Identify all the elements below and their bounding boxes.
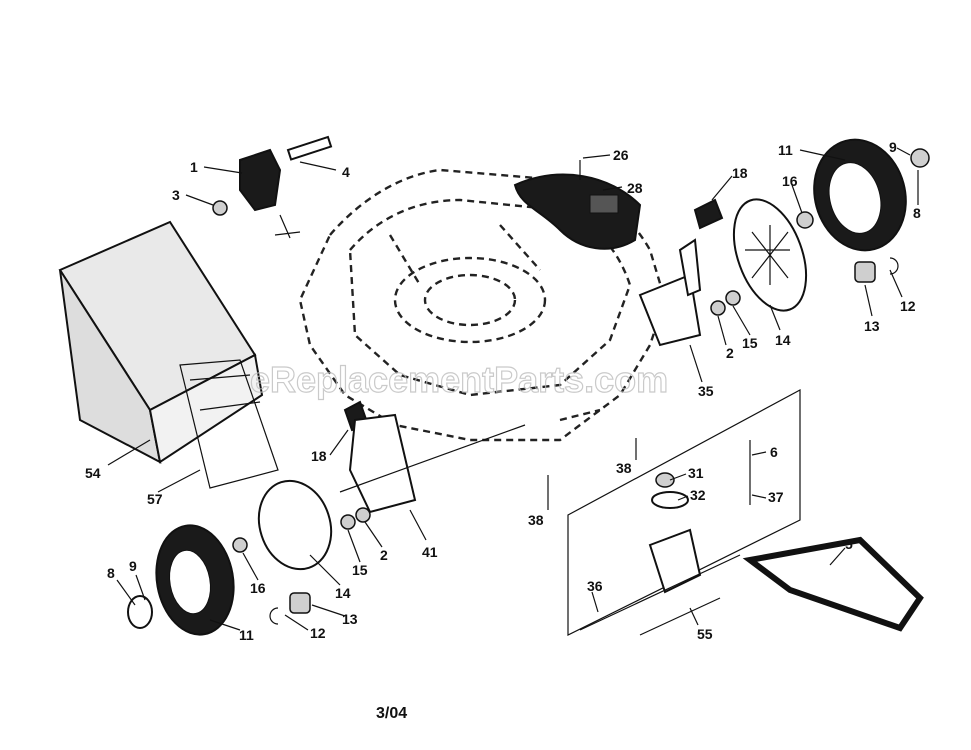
callout-2-rear: 2 — [726, 345, 734, 361]
callout-38-upper: 38 — [616, 460, 632, 476]
callout-13-rear: 13 — [864, 318, 880, 334]
bag-frame — [179, 359, 279, 489]
callout-labels: 1 3 4 26 28 18 11 9 8 16 12 13 14 15 2 3… — [85, 139, 921, 643]
callout-11-front: 11 — [239, 627, 254, 643]
callout-1: 1 — [190, 159, 198, 175]
callout-15-rear: 15 — [742, 335, 758, 351]
callout-3: 3 — [172, 187, 180, 203]
front-left-wheel-assembly — [127, 400, 526, 636]
callout-12-front: 12 — [310, 625, 326, 641]
callout-8-rear: 8 — [913, 205, 921, 221]
watermark-text: eReplacementParts.com — [250, 359, 668, 400]
leader-lines — [107, 147, 919, 631]
callout-13-front: 13 — [342, 611, 358, 627]
callout-26: 26 — [613, 147, 629, 163]
callout-32: 32 — [690, 487, 706, 503]
height-adjuster-front — [212, 135, 333, 239]
date-code: 3/04 — [376, 705, 407, 722]
callout-41: 41 — [422, 544, 438, 560]
callout-4: 4 — [342, 164, 350, 180]
mower-deck — [298, 168, 667, 442]
callout-9-front: 9 — [129, 558, 137, 574]
callout-54: 54 — [85, 465, 101, 481]
grass-bag — [58, 220, 264, 464]
callout-37: 37 — [768, 489, 784, 505]
callout-12-rear: 12 — [900, 298, 916, 314]
callout-2-front: 2 — [380, 547, 388, 563]
callout-18-rear: 18 — [732, 165, 748, 181]
callout-57: 57 — [147, 491, 163, 507]
callout-36: 36 — [587, 578, 603, 594]
callout-9-rear: 9 — [889, 139, 897, 155]
rear-shield — [513, 160, 642, 250]
callout-16-rear: 16 — [782, 173, 798, 189]
callout-31: 31 — [688, 465, 704, 481]
callout-8-front: 8 — [107, 565, 115, 581]
transmission-assembly — [567, 388, 924, 636]
callout-35: 35 — [698, 383, 714, 399]
callout-5: 5 — [845, 536, 853, 552]
rear-right-wheel-assembly — [638, 138, 930, 347]
callout-38-lower: 38 — [528, 512, 544, 528]
callout-11-rear: 11 — [778, 142, 793, 158]
callout-18-front: 18 — [311, 448, 327, 464]
callout-16-front: 16 — [250, 580, 266, 596]
callout-28: 28 — [627, 180, 643, 196]
callout-14-rear: 14 — [775, 332, 791, 348]
callout-15-front: 15 — [352, 562, 368, 578]
callout-6: 6 — [770, 444, 778, 460]
callout-14-front: 14 — [335, 585, 351, 601]
callout-55: 55 — [697, 626, 713, 642]
